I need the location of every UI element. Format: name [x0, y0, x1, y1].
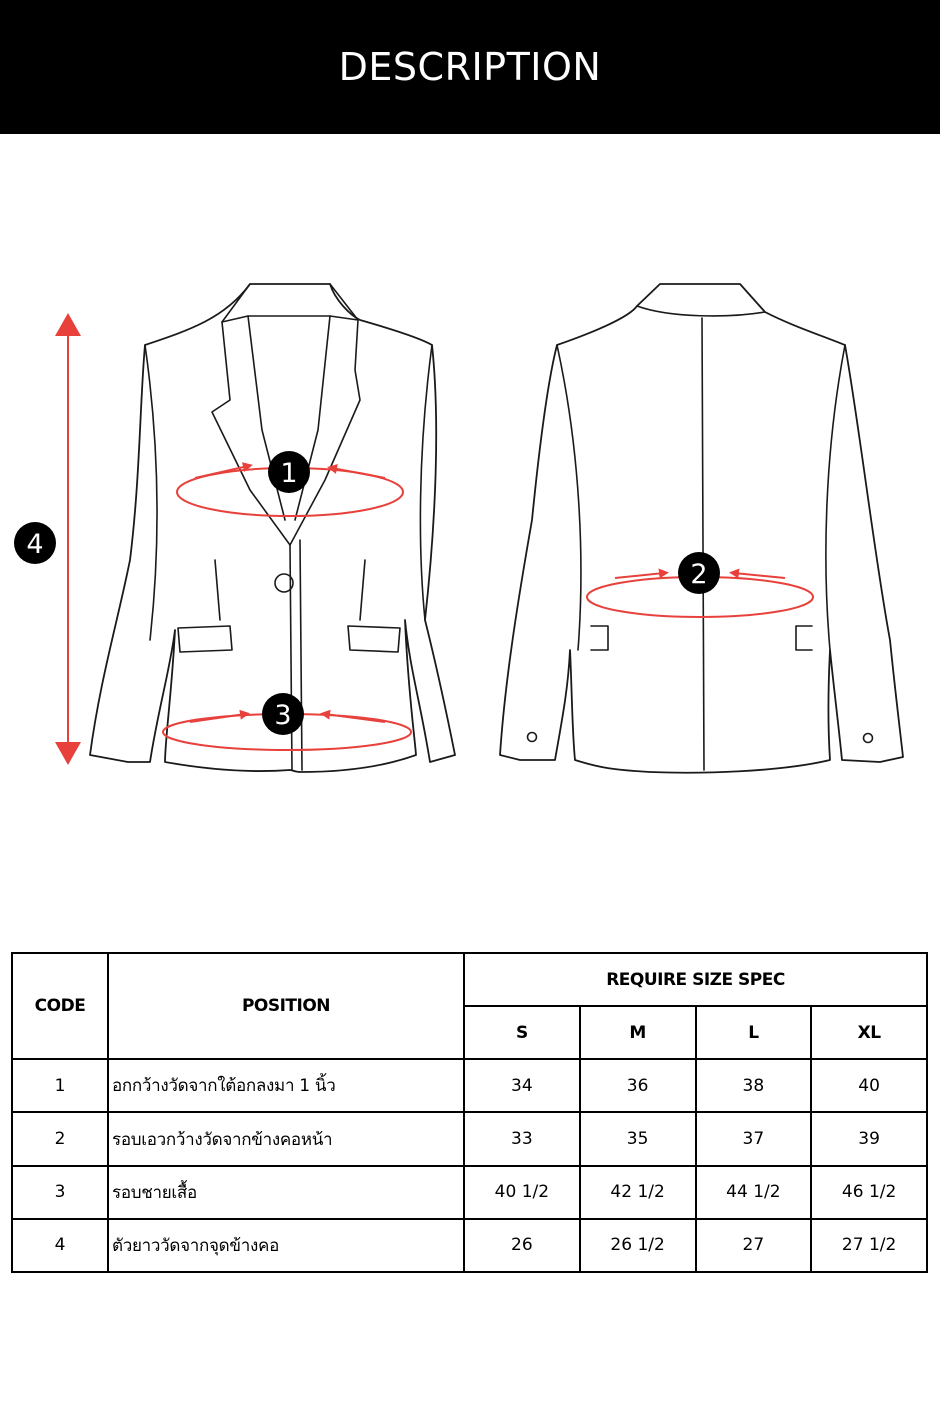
table-row: 2 รอบเอวกว้างวัดจากข้างคอหน้า 33 35 37 3… — [11, 1111, 928, 1167]
marker-1: 1 — [268, 451, 310, 493]
row-value-l: 37 — [694, 1111, 813, 1167]
marker-4: 4 — [14, 522, 56, 564]
header-code: CODE — [11, 951, 109, 1061]
header-size-m: M — [578, 1005, 697, 1061]
jacket-measurement-diagram: 1 2 3 4 — [14, 283, 904, 774]
row-value-m: 26 1/2 — [578, 1217, 697, 1274]
table-row: 4 ตัวยาววัดจากจุดข้างคอ 26 26 1/2 27 27 … — [11, 1217, 928, 1274]
marker-4-label: 4 — [26, 529, 43, 560]
table-row: 3 รอบชายเสื้อ 40 1/2 42 1/2 44 1/2 46 1/… — [11, 1164, 928, 1220]
row-position: รอบชายเสื้อ — [107, 1164, 465, 1220]
row-value-l: 27 — [694, 1217, 813, 1274]
length-arrow — [55, 313, 81, 765]
header-size-l: L — [694, 1005, 813, 1061]
row-position: ตัวยาววัดจากจุดข้างคอ — [107, 1217, 465, 1274]
row-value-l: 44 1/2 — [694, 1164, 813, 1220]
row-value-s: 33 — [463, 1111, 581, 1167]
row-code: 4 — [11, 1217, 109, 1274]
row-value-m: 36 — [578, 1058, 697, 1114]
header-size-s: S — [463, 1005, 581, 1061]
row-value-xl: 40 — [810, 1058, 928, 1114]
row-value-xl: 27 1/2 — [810, 1217, 928, 1274]
row-value-m: 42 1/2 — [578, 1164, 697, 1220]
table-row: 1 อกกว้างวัดจากใต้อกลงมา 1 นิ้ว 34 36 38… — [11, 1058, 928, 1114]
header-size-xl: XL — [810, 1005, 928, 1061]
page-title: DESCRIPTION — [338, 45, 602, 89]
row-value-l: 38 — [694, 1058, 813, 1114]
header-bar: DESCRIPTION — [0, 0, 940, 134]
marker-3-label: 3 — [274, 700, 291, 731]
row-code: 3 — [11, 1164, 109, 1220]
marker-1-label: 1 — [280, 458, 297, 489]
header-position: POSITION — [107, 951, 465, 1061]
row-value-s: 40 1/2 — [463, 1164, 581, 1220]
jacket-front-outline — [89, 283, 456, 773]
row-value-xl: 46 1/2 — [810, 1164, 928, 1220]
row-position: รอบเอวกว้างวัดจากข้างคอหน้า — [107, 1111, 465, 1167]
jacket-back-outline — [499, 283, 904, 774]
marker-2-label: 2 — [690, 559, 707, 590]
size-spec-table: CODE POSITION REQUIRE SIZE SPEC S M L XL… — [11, 951, 928, 1274]
row-code: 1 — [11, 1058, 109, 1114]
marker-3: 3 — [262, 693, 304, 735]
row-value-m: 35 — [578, 1111, 697, 1167]
row-position: อกกว้างวัดจากใต้อกลงมา 1 นิ้ว — [107, 1058, 465, 1114]
row-code: 2 — [11, 1111, 109, 1167]
marker-2: 2 — [678, 552, 720, 594]
row-value-s: 26 — [463, 1217, 581, 1274]
header-require-size-spec: REQUIRE SIZE SPEC — [463, 951, 928, 1008]
row-value-xl: 39 — [810, 1111, 928, 1167]
row-value-s: 34 — [463, 1058, 581, 1114]
